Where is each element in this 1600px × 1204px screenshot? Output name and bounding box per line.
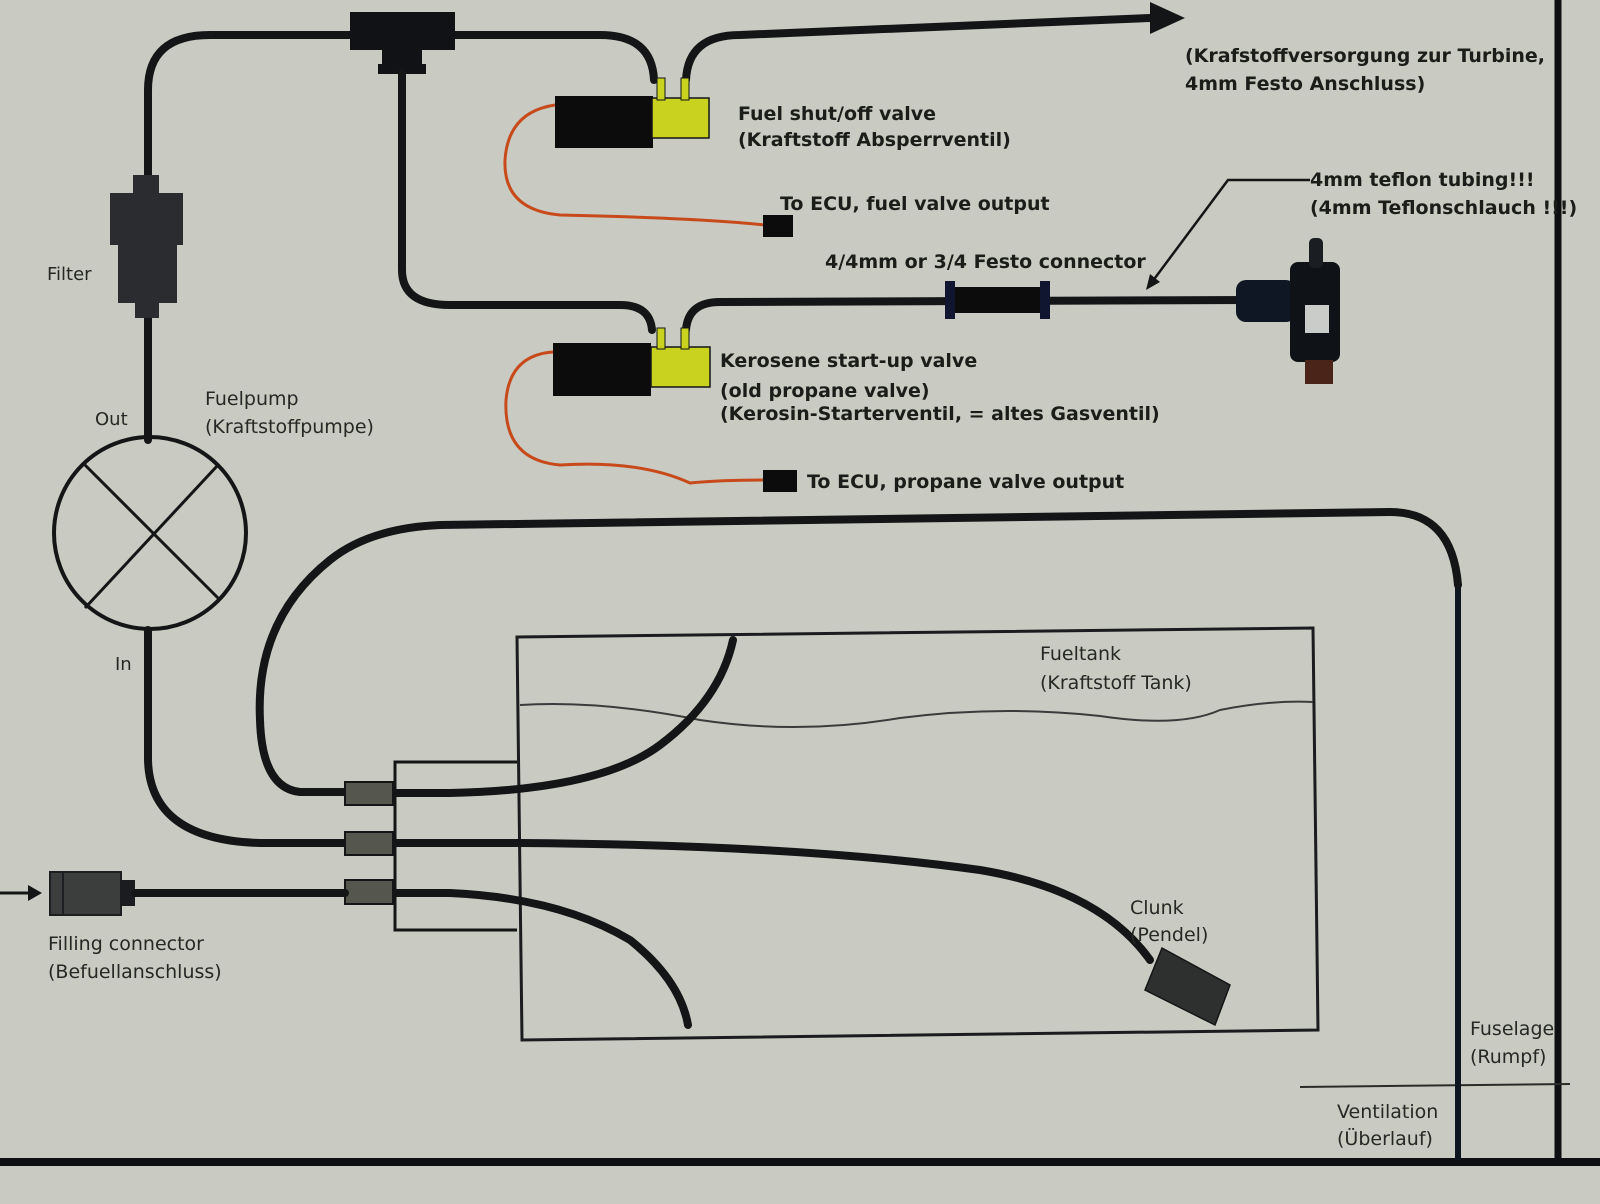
fuel-valve-ecu-label: To ECU, fuel valve output: [780, 193, 1050, 215]
fuel-valve-to-turbine-tube: [682, 14, 1154, 84]
filling-label-en: Filling connector: [48, 933, 204, 955]
fuel-tank: [515, 626, 1320, 1042]
clunk-line-in-tank: [391, 839, 1154, 964]
kerosene-valve-to-injector-tube: [682, 296, 1254, 334]
vent-line-in-tank: [391, 636, 737, 797]
fuel-shutoff-valve: [555, 77, 710, 148]
fuel-valve-label-de: (Kraftstoff Absperrventil): [738, 129, 1011, 151]
startup-injector-fitting: [1236, 238, 1340, 384]
pump-suction-tube: [144, 626, 349, 847]
fueltank-label-de: (Kraftstoff Tank): [1040, 672, 1192, 694]
stopper-nipple-bottom: [344, 879, 394, 905]
fuelpump-label-de: (Kraftstoffpumpe): [205, 416, 374, 438]
fuel-tank-outline: [515, 626, 1320, 1042]
filling-label-de: (Befuellanschluss): [48, 961, 222, 983]
kerosene-valve-label-old: (old propane valve): [720, 380, 930, 402]
fuselage-label-de: (Rumpf): [1470, 1046, 1546, 1068]
pump-in-label: In: [115, 654, 132, 675]
kerosene-valve-label-de: (Kerosin-Starterventil, = altes Gasventi…: [720, 403, 1160, 425]
kerosene-valve-body: [553, 343, 651, 396]
tee-to-kerosene-valve-tube: [398, 68, 656, 334]
teflon-label-en: 4mm teflon tubing!!!: [1310, 169, 1535, 191]
kerosene-valve-ecu-plug: [763, 470, 797, 492]
tee-connector: [350, 12, 455, 74]
fuelpump-label-en: Fuelpump: [205, 388, 299, 410]
filling-arrow-icon: [28, 885, 42, 901]
kerosene-valve-ecu-label: To ECU, propane valve output: [807, 471, 1124, 493]
fuel-pump: [52, 435, 248, 631]
fuel-valve-ecu-plug: [763, 215, 793, 237]
festo-connector-label: 4/4mm or 3/4 Festo connector: [825, 251, 1146, 273]
teflon-arrow-icon: [1146, 274, 1160, 290]
fuel-valve-ecu-wire: [503, 103, 766, 227]
turbine-supply-label-de-2: 4mm Festo Anschluss): [1185, 73, 1425, 95]
clunk-label-en: Clunk: [1130, 897, 1184, 919]
ventilation-label-de: (Überlauf): [1337, 1127, 1433, 1150]
kerosene-valve-label-en: Kerosene start-up valve: [720, 350, 977, 372]
fuselage-label-en: Fuselage: [1470, 1018, 1554, 1040]
fuel-level-line: [519, 700, 1314, 729]
fueltank-label-en: Fueltank: [1040, 643, 1121, 665]
filler-line-in-tank: [391, 889, 692, 1029]
festo-connector: [945, 281, 1050, 319]
kerosene-valve-ecu-wire: [504, 350, 766, 485]
filling-connector: [49, 871, 135, 916]
fuel-filter: [110, 175, 183, 318]
turbine-supply-arrow-icon: [1150, 2, 1185, 34]
fuselage-frame: [0, 0, 1600, 1166]
fuselage-divider: [1299, 1083, 1571, 1088]
clunk-weight: [1144, 946, 1231, 1027]
clunk-label-de: (Pendel): [1130, 924, 1208, 946]
teflon-leader-line: [1150, 178, 1310, 283]
fuel-valve-body: [555, 96, 653, 148]
teflon-label-de: (4mm Teflonschlauch !!!): [1310, 197, 1577, 219]
pump-out-label: Out: [95, 409, 128, 430]
stopper-nipple-middle: [344, 831, 394, 856]
kerosene-valve-coil: [650, 346, 711, 388]
fuel-valve-label-en: Fuel shut/off valve: [738, 103, 936, 125]
ventilation-label-en: Ventilation: [1337, 1101, 1438, 1123]
filter-to-tee-tube: [144, 31, 364, 184]
filter-label: Filter: [47, 264, 92, 285]
fuel-valve-coil: [651, 97, 710, 139]
kerosene-startup-valve: [553, 327, 711, 396]
turbine-supply-label-de-1: (Krafstoffversorgung zur Turbine,: [1185, 45, 1545, 67]
stopper-nipple-top: [344, 781, 394, 806]
ventilation-tube: [255, 507, 1462, 796]
tee-to-fuel-valve-tube: [446, 31, 658, 84]
